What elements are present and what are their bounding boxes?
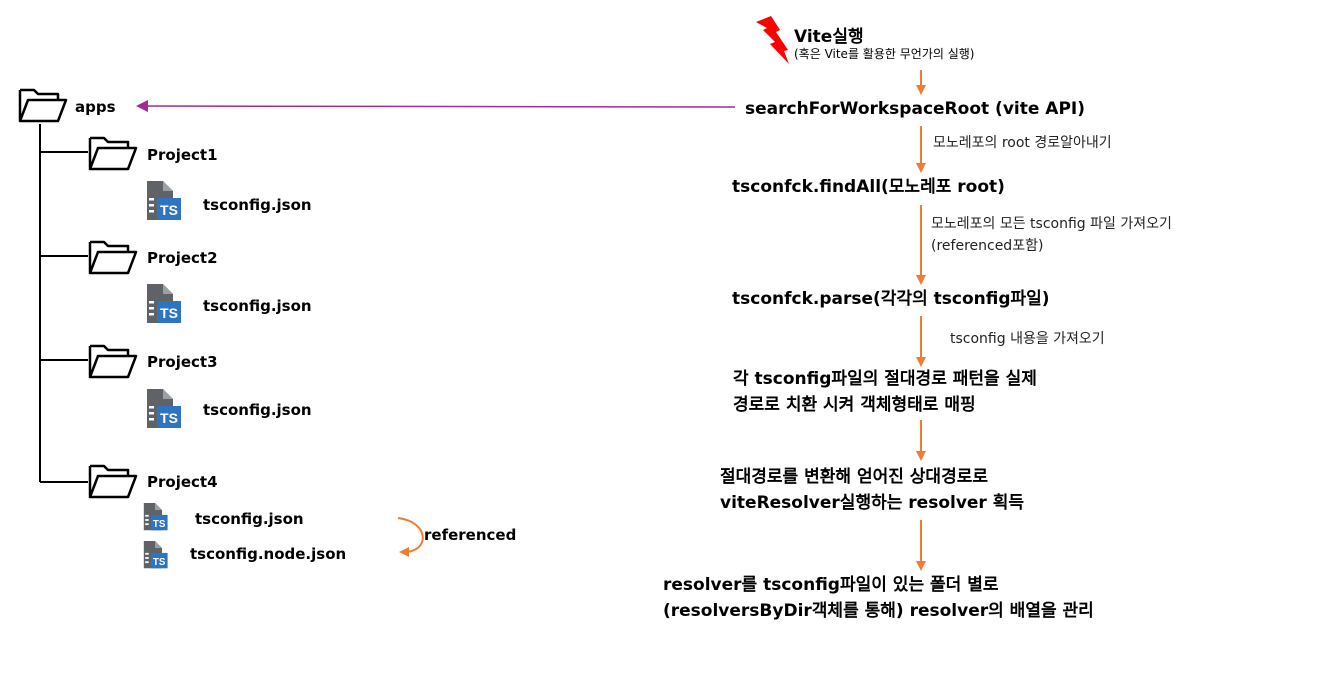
ts-file-icon: TS: [141, 540, 169, 574]
folder-tree-lines: [39, 124, 88, 483]
folder-icon: [88, 240, 138, 275]
step-line: viteResolver실행하는 resolver 획득: [720, 493, 1025, 513]
step-line: 각 tsconfig파일의 절대경로 패턴을 실제: [733, 369, 1037, 389]
project3-folder[interactable]: [88, 342, 138, 384]
step-parse: tsconfck.parse(각각의 tsconfig파일): [732, 286, 1050, 312]
step-line: tsconfck.findAll(모노레포 root): [732, 177, 1005, 197]
lightning-icon: [756, 16, 789, 64]
ts-badge: TS: [153, 557, 166, 568]
ts-file-icon: TS: [141, 502, 169, 536]
ts-badge: TS: [160, 410, 178, 426]
folder-icon: [88, 464, 138, 499]
note-get-content: tsconfig 내용을 가져오기: [950, 328, 1105, 350]
trigger-title: Vite실행: [794, 27, 864, 47]
ts-file-icon: TS: [143, 180, 183, 226]
step-line: resolver를 tsconfig파일이 있는 폴더 별로: [663, 575, 999, 595]
step-line: (resolversByDir객체를 통해) resolver의 배열을 관리: [663, 601, 1094, 621]
step-get-resolver: 절대경로를 변환해 얻어진 상대경로로 viteResolver실행하는 res…: [720, 464, 1024, 516]
ts-file-icon: TS: [143, 388, 183, 434]
ts-badge: TS: [160, 202, 178, 218]
step-line: 절대경로를 변환해 얻어진 상대경로로: [720, 467, 988, 487]
ts-badge: TS: [160, 305, 178, 321]
note-get-all-tsconfig: 모노레포의 모든 tsconfig 파일 가져오기 (referenced포함): [931, 213, 1172, 257]
project2-label: Project2: [147, 249, 218, 267]
folder-icon: [88, 136, 138, 171]
step-line: 경로로 치환 시켜 객체형태로 매핑: [733, 395, 976, 415]
tsconfig-node-file-label[interactable]: tsconfig.node.json: [190, 545, 347, 563]
note-find-root: 모노레포의 root 경로알아내기: [933, 132, 1112, 154]
project2-folder[interactable]: [88, 238, 138, 280]
project4-folder[interactable]: [88, 462, 138, 504]
note-line: (referenced포함): [931, 238, 1044, 254]
tsconfig-file-label[interactable]: tsconfig.json: [203, 401, 312, 419]
apps-folder-label: apps: [75, 98, 116, 116]
step-line: tsconfck.parse(각각의 tsconfig파일): [732, 289, 1050, 309]
ts-badge: TS: [153, 519, 166, 530]
referenced-label: referenced: [424, 526, 517, 544]
apps-folder[interactable]: [18, 86, 68, 128]
referenced-arrow: [397, 517, 424, 557]
project3-label: Project3: [147, 353, 218, 371]
step-search-workspace-root: searchForWorkspaceRoot (vite API): [745, 96, 1085, 122]
step-map-paths: 각 tsconfig파일의 절대경로 패턴을 실제 경로로 치환 시켜 객체형태…: [733, 366, 1037, 418]
folder-icon: [18, 88, 68, 123]
note-line: 모노레포의 모든 tsconfig 파일 가져오기: [931, 216, 1172, 232]
project1-folder[interactable]: [88, 134, 138, 176]
project1-label: Project1: [147, 146, 218, 164]
workspace-root-arrow: [136, 100, 736, 113]
folder-icon: [88, 344, 138, 379]
step-line: searchForWorkspaceRoot (vite API): [745, 99, 1086, 119]
tsconfig-file-label[interactable]: tsconfig.json: [203, 297, 312, 315]
note-line: 모노레포의 root 경로알아내기: [933, 135, 1112, 151]
trigger-subtitle: (혹은 Vite를 활용한 무언가의 실행): [794, 47, 975, 61]
step-manage-resolvers: resolver를 tsconfig파일이 있는 폴더 별로 (resolver…: [663, 572, 1094, 624]
step-findall: tsconfck.findAll(모노레포 root): [732, 174, 1005, 200]
tsconfig-file-label[interactable]: tsconfig.json: [203, 196, 312, 214]
ts-file-icon: TS: [143, 283, 183, 329]
project4-label: Project4: [147, 473, 218, 491]
note-line: tsconfig 내용을 가져오기: [950, 331, 1105, 347]
tsconfig-file-label[interactable]: tsconfig.json: [195, 510, 304, 528]
